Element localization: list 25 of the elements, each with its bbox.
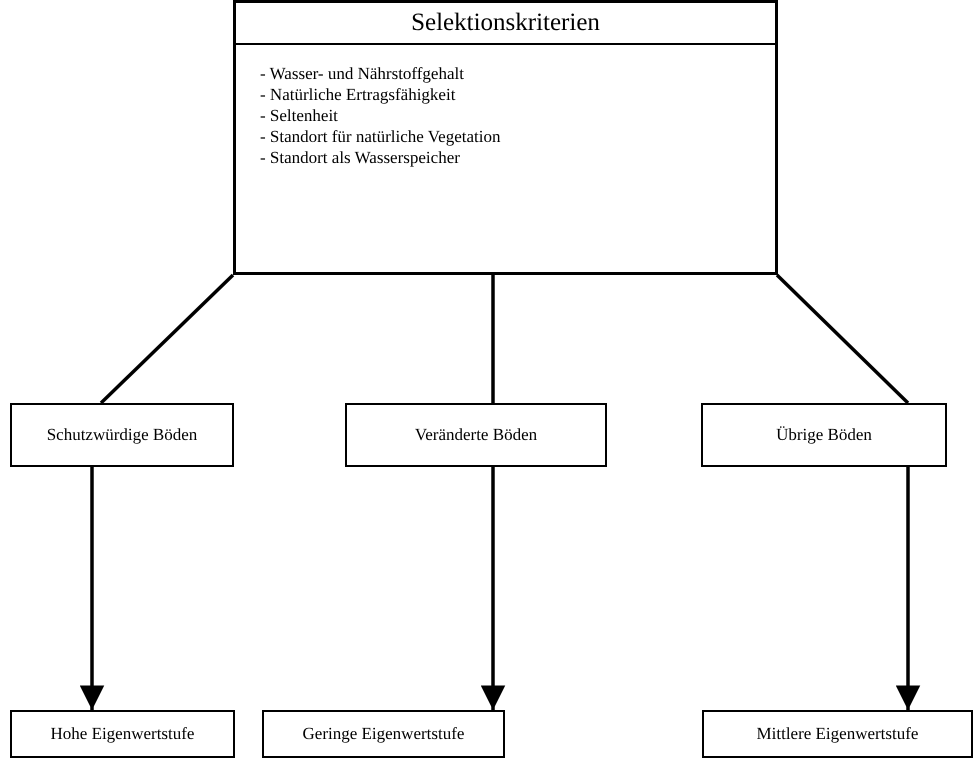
process-box [10,710,235,758]
arrow [896,467,920,710]
box-heading: Selektionskriterien [411,9,600,37]
box-label: Hohe Eigenwertstufe [50,724,194,744]
box-label: Schutzwürdige Böden [46,425,198,445]
process-box [702,710,973,758]
process-box [262,710,505,758]
criteria-box [233,0,778,275]
arrow [80,467,104,710]
list-item: - Wasser- und Nährstoffgehalt [260,63,465,84]
list-item: - Standort für natürliche Vegetation [260,126,502,147]
connector-line [491,275,495,403]
process-box [345,403,607,467]
list-item: - Seltenheit [260,105,339,126]
process-box [10,403,234,467]
box-label: Veränderte Böden [414,425,538,445]
connector-line [776,274,910,404]
box-label: Mittlere Eigenwertstufe [756,724,918,744]
process-box [701,403,947,467]
list-item: - Natürliche Ertragsfähigkeit [260,84,456,105]
connector-line [100,274,234,404]
arrow [480,467,506,710]
list-item: - Standort als Wasserspeicher [260,147,461,168]
box-label: Geringe Eigenwertstufe [302,724,464,744]
box-label: Übrige Böden [776,425,872,445]
